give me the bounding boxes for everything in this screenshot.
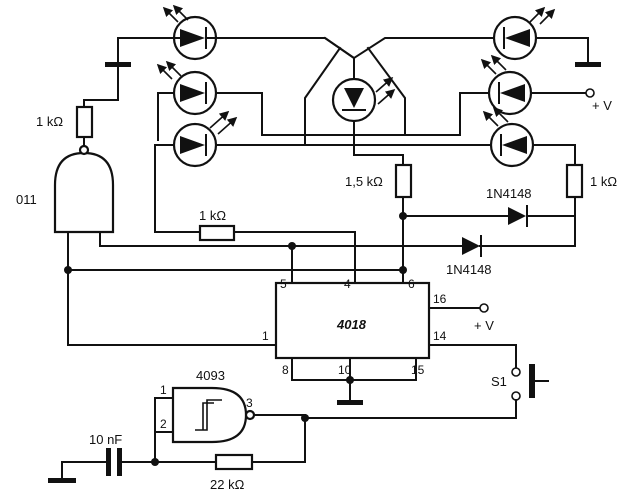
pin-14: 14 — [433, 329, 447, 343]
resistor-mid — [198, 224, 236, 242]
ground-cap — [48, 478, 76, 483]
pin-10: 10 — [338, 363, 352, 377]
label-vplus-top: + V — [592, 98, 612, 113]
pin-1: 1 — [262, 329, 269, 343]
resistor-center — [394, 163, 413, 199]
gate-pin-2: 2 — [160, 417, 167, 431]
pin-15: 15 — [411, 363, 425, 377]
led-right-1 — [492, 6, 556, 61]
led-center — [331, 76, 396, 123]
diode-upper — [508, 205, 528, 227]
ic-4018 — [274, 281, 431, 360]
resistor-osc — [214, 453, 254, 471]
gate-pin-3: 3 — [246, 396, 253, 410]
diode-lower — [462, 235, 482, 257]
ground-right-top — [575, 37, 601, 67]
led-left-2 — [156, 60, 218, 116]
schmitt-nand-4093 — [171, 386, 256, 444]
label-ic-4018: 4018 — [336, 317, 367, 332]
pin-5: 5 — [280, 277, 287, 291]
label-gate-4093: 4093 — [196, 368, 225, 383]
label-r-right: 1 kΩ — [590, 174, 617, 189]
label-vplus-ic: + V — [474, 318, 494, 333]
pin-6: 6 — [408, 277, 415, 291]
switch-s1 — [511, 364, 549, 401]
nand-gate-011 — [53, 144, 115, 234]
pin-16: 16 — [433, 292, 447, 306]
pin-8: 8 — [282, 363, 289, 377]
gate-pin-1: 1 — [160, 383, 167, 397]
label-r-osc: 22 kΩ — [210, 477, 245, 492]
led-left-3 — [172, 110, 238, 168]
ground-ic — [337, 400, 363, 405]
led-right-3 — [482, 106, 535, 168]
label-gate-011: 011 — [16, 192, 37, 207]
label-r-nand-pullup: 1 kΩ — [36, 114, 63, 129]
label-r-mid: 1 kΩ — [199, 208, 226, 223]
capacitor-10nf — [106, 448, 122, 476]
resistor-nand-pullup — [75, 105, 94, 139]
led-left-1 — [162, 4, 218, 61]
label-r-center: 1,5 kΩ — [345, 174, 383, 189]
label-cap: 10 nF — [89, 432, 122, 447]
pin-4: 4 — [344, 277, 351, 291]
led-right-2 — [480, 54, 533, 116]
resistor-right — [565, 163, 584, 199]
label-switch: S1 — [491, 374, 507, 389]
label-diode-lower: 1N4148 — [446, 262, 492, 277]
label-diode-upper: 1N4148 — [486, 186, 532, 201]
